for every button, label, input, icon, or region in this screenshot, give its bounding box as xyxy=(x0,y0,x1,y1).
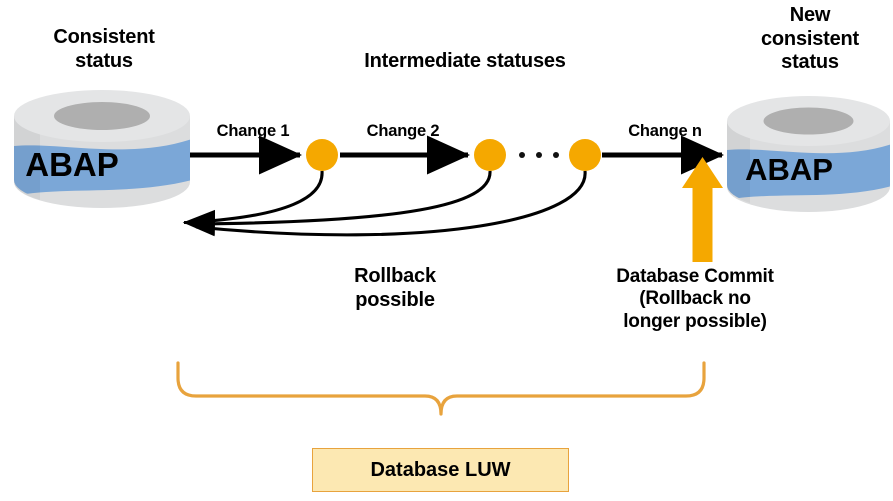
change-label-2: Change 2 xyxy=(366,122,440,140)
abap-label-right: ABAP xyxy=(745,152,833,187)
rollback-curve-2 xyxy=(195,170,492,226)
database-cylinder-icon-right xyxy=(727,96,890,212)
intermediate-statuses-title: Intermediate statuses xyxy=(364,50,566,72)
database-luw-box: Database LUW xyxy=(312,448,569,492)
commit-up-arrow-icon xyxy=(682,157,723,262)
change-label-1: Change 1 xyxy=(216,122,290,140)
rollback-curve-3 xyxy=(195,170,587,237)
abap-label-left: ABAP xyxy=(25,146,119,183)
database-commit-label: Database Commit (Rollback no longer poss… xyxy=(616,266,774,332)
ellipsis-icon xyxy=(519,152,559,158)
curly-brace-icon xyxy=(176,361,706,416)
left-status-title: Consistent status xyxy=(53,26,155,72)
rollback-curve-1 xyxy=(195,170,324,224)
status-node-dot-3 xyxy=(569,139,601,171)
right-status-title: New consistent status xyxy=(760,4,860,74)
database-luw-label: Database LUW xyxy=(370,458,511,481)
change-label-n: Change n xyxy=(628,122,702,140)
rollback-possible-label: Rollback possible xyxy=(354,265,436,311)
status-node-dot-1 xyxy=(306,139,338,171)
status-node-dot-2 xyxy=(474,139,506,171)
database-cylinder-icon-left xyxy=(14,90,190,208)
rollback-arrowhead xyxy=(182,209,216,237)
